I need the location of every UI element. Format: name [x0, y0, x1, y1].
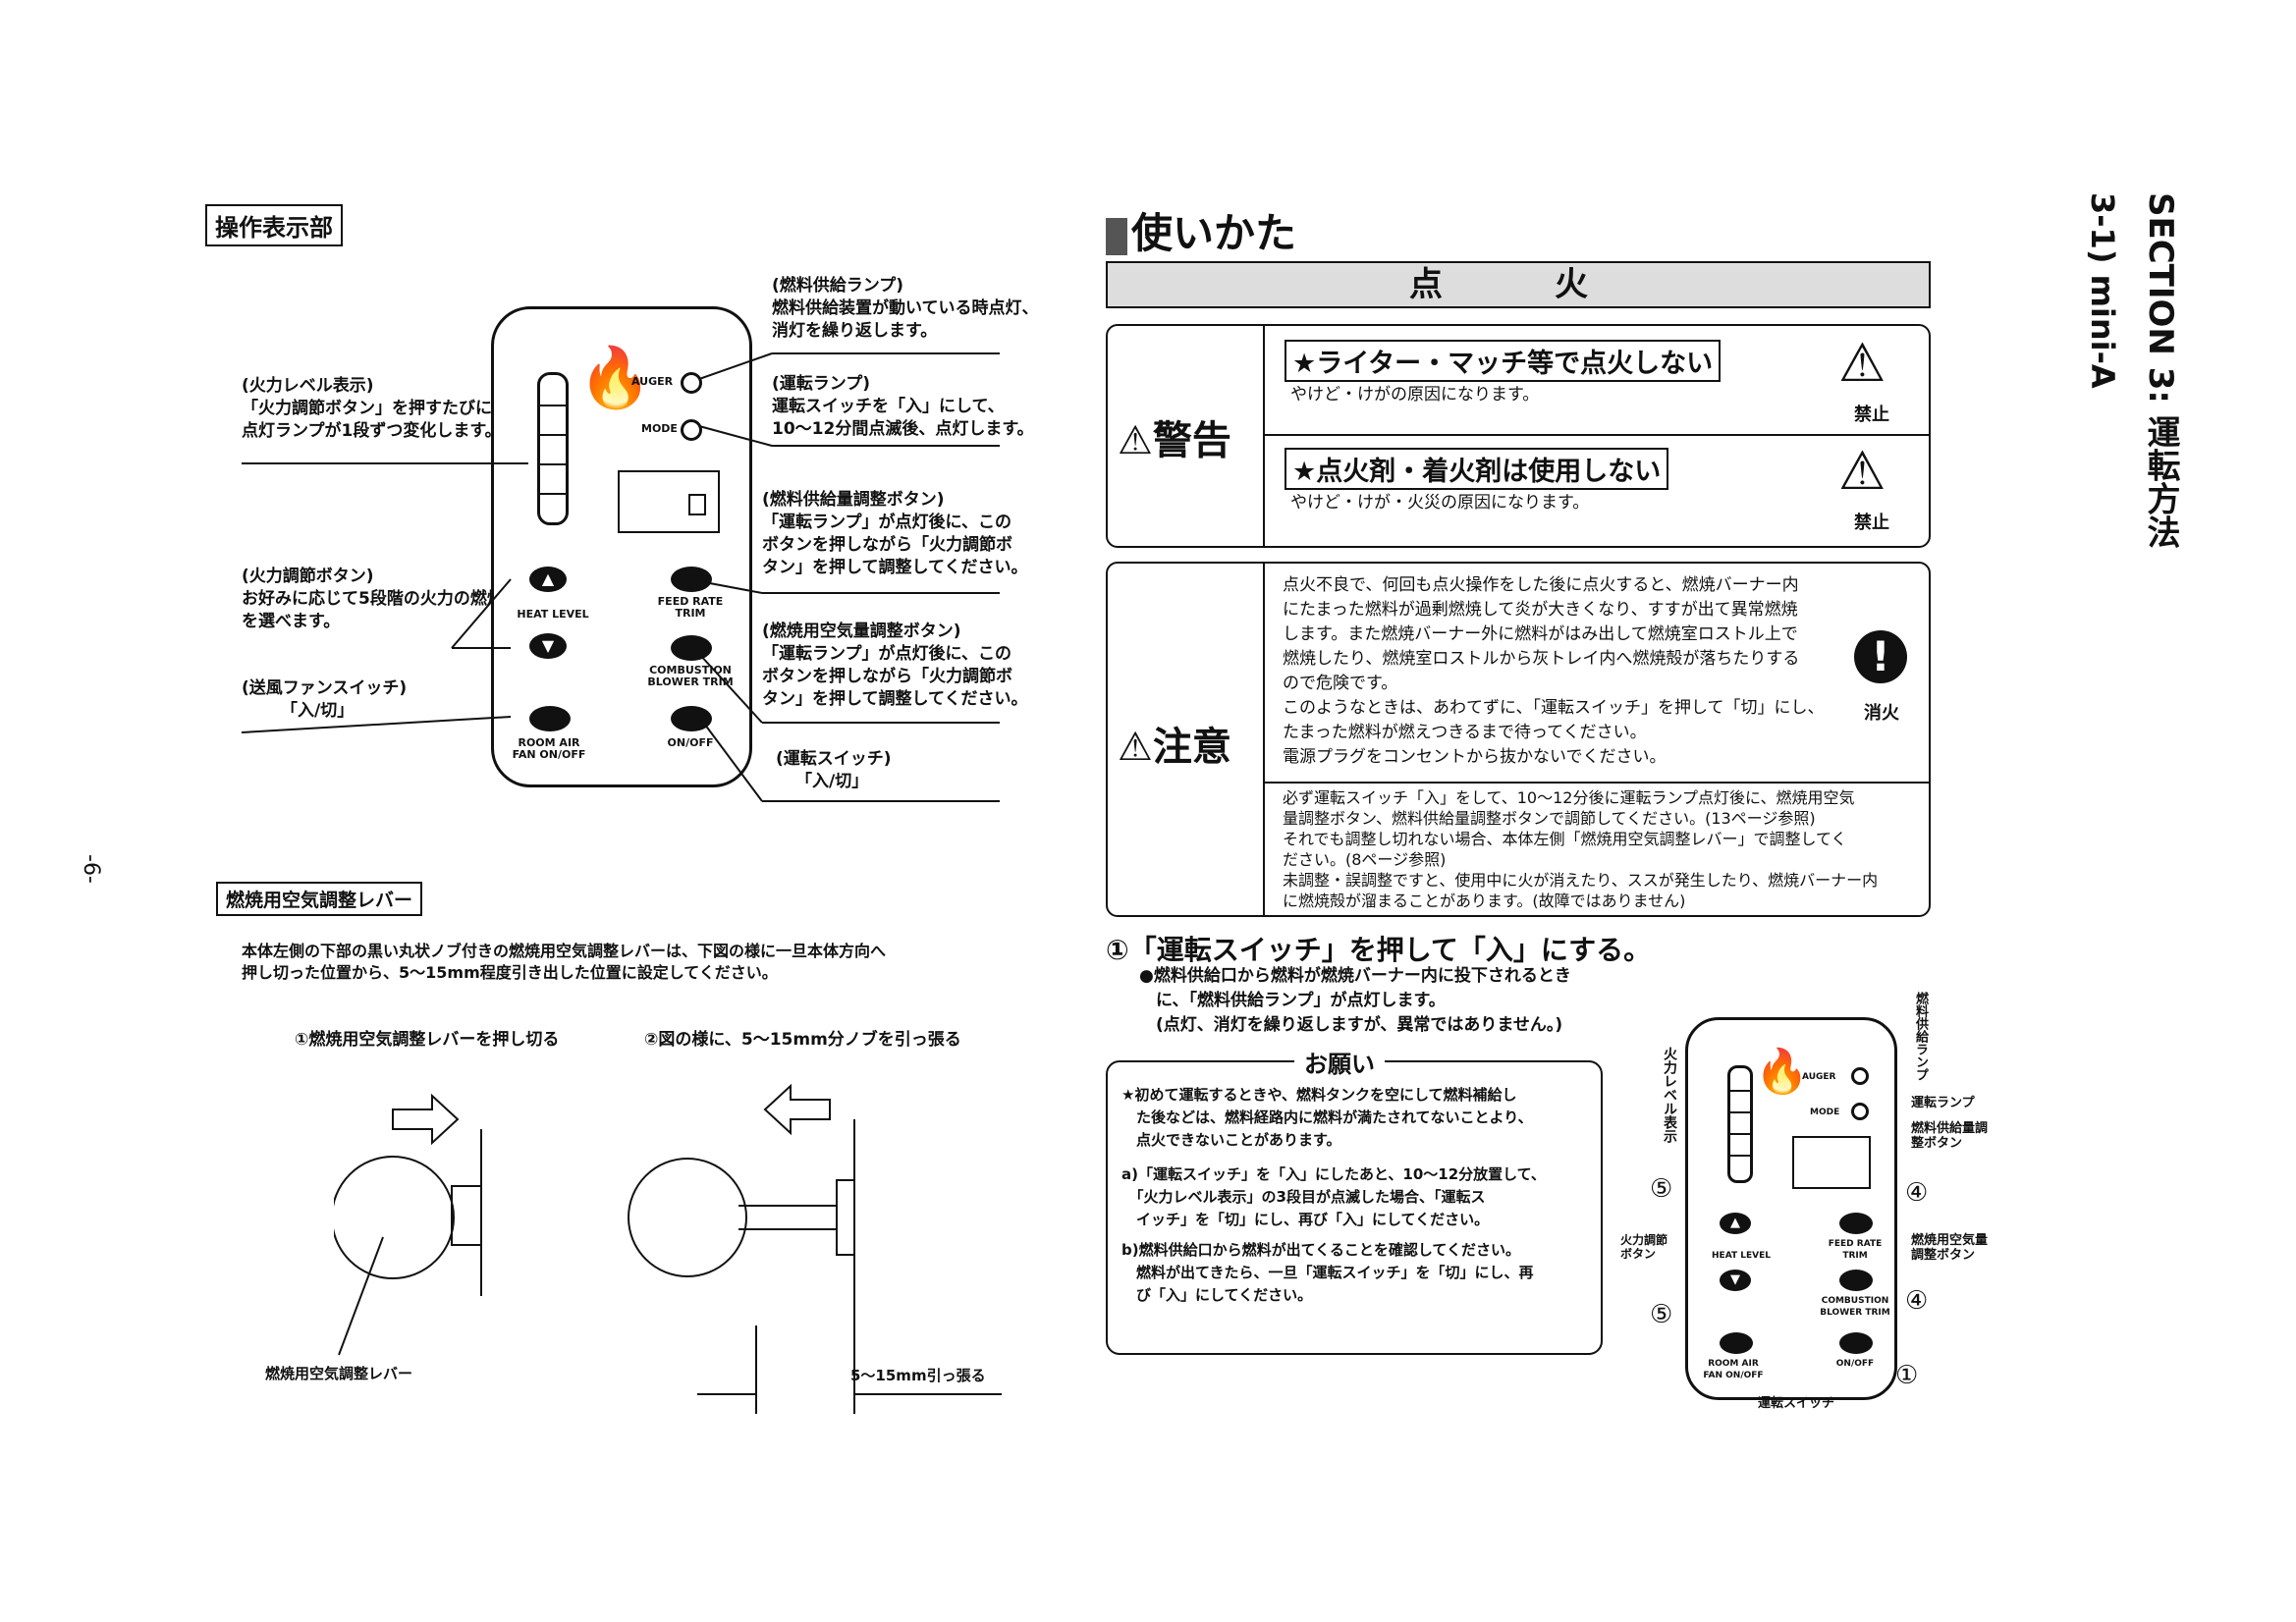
step1-caption: ①燃焼用空気調整レバーを押し切る [295, 1030, 560, 1050]
small-onoff-label: ON/OFF [1835, 1359, 1875, 1369]
mode-label: MODE [641, 422, 678, 435]
request-title: お願い [1294, 1045, 1385, 1079]
step1-notes: ●燃料供給口から燃料が燃焼バーナー内に投下されるとき に、「燃料供給ランプ」が点… [1139, 966, 1571, 1035]
heat-level-label: HEAT LEVEL [517, 608, 589, 621]
small-feed-annotation: 燃料供給量調整ボタン [1911, 1121, 1989, 1151]
small-auger-lamp [1851, 1067, 1869, 1085]
auger-lamp [681, 372, 702, 394]
callout-auger-lamp: (燃料供給ランプ) 燃料供給装置が動いている時点灯、 消灯を繰り返します。 [772, 276, 1039, 341]
lever-diagrams [334, 1083, 1002, 1414]
extinguish-label: 消火 [1864, 703, 1899, 724]
small-auger-label: AUGER [1802, 1072, 1836, 1082]
small-display [1792, 1136, 1871, 1189]
mark-5-lower: ⑤ [1650, 1300, 1673, 1329]
prohibited-label-1: 禁止 [1854, 405, 1889, 425]
small-heat-annotation: 火力調節ボタン [1620, 1233, 1668, 1261]
small-mode-annotation: 運転ランプ [1911, 1096, 1975, 1110]
small-level-indicator [1727, 1065, 1753, 1183]
callout-fan: (送風ファンスイッチ) 「入/切」 [242, 678, 408, 721]
pull-distance-label: 5〜15mm引っ張る [850, 1367, 986, 1384]
callout-blower: (燃焼用空気量調整ボタン) 「運転ランプ」が点灯後に、この ボタンを押しながら「… [762, 622, 1028, 709]
small-mode-label: MODE [1810, 1108, 1840, 1117]
mark-1: ① [1895, 1361, 1919, 1390]
small-combustion-button[interactable] [1839, 1270, 1873, 1291]
caution-text-2: 必ず運転スイッチ「入」をして、10〜12分後に運転ランプ点灯後に、燃焼用空気 量… [1283, 788, 1879, 910]
flame-icon: 🔥 [578, 344, 652, 412]
small-heat-up-button[interactable]: ▲ [1720, 1213, 1751, 1234]
small-onoff-button[interactable] [1839, 1332, 1873, 1354]
warning-label: ⚠警告 [1118, 418, 1231, 463]
small-auger-annotation: 燃料供給ランプ [1913, 992, 1928, 1081]
section-title: SECTION 3: 運転方法 [2141, 192, 2180, 549]
display-window [618, 470, 720, 533]
lever-description: 本体左側の下部の黒い丸状ノブ付きの燃焼用空気調整レバーは、下図の様に一旦本体方向… [242, 942, 887, 982]
small-heat-down-button[interactable]: ▼ [1720, 1270, 1751, 1291]
callout-onoff: (運転スイッチ) 「入/切」 [776, 749, 892, 791]
subsection-title: 3-1) mini-A [2084, 192, 2121, 389]
callout-leader-lines [241, 352, 1000, 802]
caution-label: ⚠注意 [1118, 725, 1231, 770]
small-heat-level-label: HEAT LEVEL [1712, 1251, 1771, 1261]
small-switch-annotation: 運転スイッチ [1758, 1396, 1835, 1411]
request-box: お願い ★初めて運転するときや、燃料タンクを空にして燃料補給し た後などは、燃料… [1106, 1045, 1603, 1355]
mark-4-lower: ④ [1905, 1286, 1929, 1316]
ignition-banner: 点 火 [1106, 261, 1931, 308]
exclamation-icon: ! [1854, 630, 1907, 683]
auger-label: AUGER [631, 375, 674, 388]
onoff-button[interactable] [671, 706, 712, 731]
mark-5-upper: ⑤ [1650, 1174, 1673, 1204]
section-label-operation-panel: 操作表示部 [205, 204, 343, 246]
small-flame-icon: 🔥 [1755, 1047, 1809, 1097]
callout-mode-lamp: (運転ランプ) 運転スイッチを「入」にして、 10〜12分間点滅後、点灯します。 [772, 374, 1034, 439]
step1-heading: ①「運転スイッチ」を押して「入」にする。 [1106, 934, 1652, 966]
feed-rate-button[interactable] [671, 567, 712, 592]
fire-prohibited-icon-2: ⚠ [1838, 440, 1886, 502]
callout-feed: (燃料供給量調整ボタン) 「運転ランプ」が点灯後に、この ボタンを押しながら「火… [762, 490, 1028, 577]
request-text: ★初めて運転するときや、燃料タンクを空にして燃料補給し た後などは、燃料経路内に… [1121, 1086, 1546, 1304]
caution-box: ⚠注意 点火不良で、何回も点火操作をした後に点火すると、燃焼バーナー内 にたまっ… [1106, 562, 1931, 917]
small-blower-annotation: 燃焼用空気量調整ボタン [1911, 1233, 1989, 1263]
small-mode-lamp [1851, 1103, 1869, 1120]
step2-caption: ②図の様に、5〜15mm分ノブを引っ張る [644, 1030, 961, 1050]
mode-lamp [681, 419, 702, 441]
warning2-title: ★点火剤・着火剤は使用しない [1285, 448, 1669, 490]
heading-usage: 使いかた [1106, 200, 1296, 260]
heat-down-button[interactable]: ▼ [529, 633, 567, 659]
warning2-sub: やけど・けが・火災の原因になります。 [1290, 493, 1590, 513]
room-air-fan-button[interactable] [529, 706, 571, 731]
fire-prohibited-icon-1: ⚠ [1838, 332, 1886, 394]
lever-name-label: 燃焼用空気調整レバー [265, 1365, 413, 1382]
small-level-label: 火力レベル表示 [1662, 1047, 1677, 1143]
caution-text: 点火不良で、何回も点火操作をした後に点火すると、燃焼バーナー内 にたまった燃料が… [1283, 575, 1825, 767]
page-number: -6- [79, 854, 103, 884]
heat-level-indicator [537, 372, 569, 525]
warning1-sub: やけど・けがの原因になります。 [1290, 385, 1540, 405]
onoff-label: ON/OFF [667, 736, 714, 749]
combustion-blower-button[interactable] [671, 635, 712, 661]
prohibited-label-2: 禁止 [1854, 513, 1889, 533]
small-feed-rate-button[interactable] [1839, 1213, 1873, 1234]
warning-box: ⚠警告 ★ライター・マッチ等で点火しない やけど・けがの原因になります。 ⚠ 禁… [1106, 324, 1931, 548]
warning1-title: ★ライター・マッチ等で点火しない [1285, 340, 1722, 382]
callout-heat: (火力調節ボタン) お好みに応じて5段階の火力の燃焼 を選べます。 [242, 567, 504, 631]
section-label-lever: 燃焼用空気調整レバー [216, 882, 423, 916]
mark-4-upper: ④ [1905, 1178, 1929, 1208]
callout-level: (火力レベル表示) 「火力調節ボタン」を押すたびに 点灯ランプが1段ずつ変化しま… [242, 376, 502, 441]
small-room-air-button[interactable] [1720, 1332, 1753, 1354]
heat-up-button[interactable]: ▲ [529, 567, 567, 592]
